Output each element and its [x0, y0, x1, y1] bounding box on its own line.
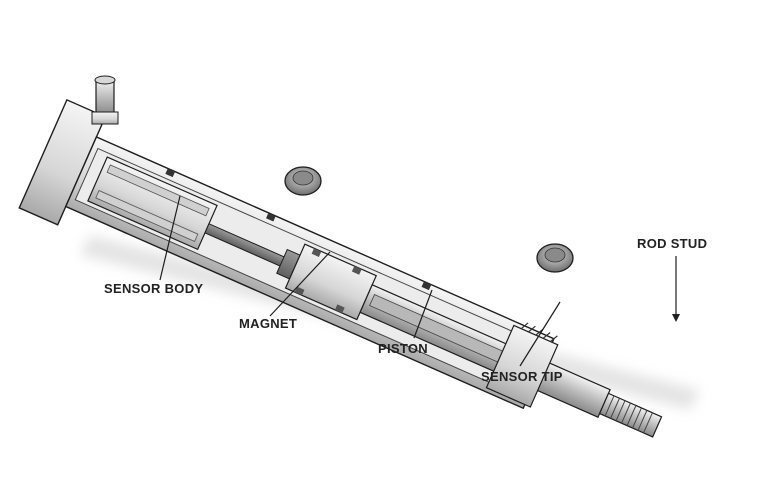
port-front	[536, 243, 574, 273]
leader-magnet	[269, 251, 331, 317]
port-rear	[284, 166, 322, 196]
label-piston: PISTON	[378, 341, 428, 356]
leader-sensor-body	[159, 195, 181, 281]
rod-stud-arrowhead	[672, 314, 680, 322]
label-sensor-tip: SENSOR TIP	[481, 369, 563, 384]
label-sensor-body: SENSOR BODY	[104, 281, 204, 296]
leader-sensor-tip	[519, 301, 561, 367]
label-magnet: MAGNET	[239, 316, 298, 331]
leader-piston	[413, 289, 433, 339]
leader-lines	[159, 195, 680, 367]
sensor-connector	[91, 75, 119, 125]
label-rod-stud: ROD STUD	[637, 236, 708, 251]
